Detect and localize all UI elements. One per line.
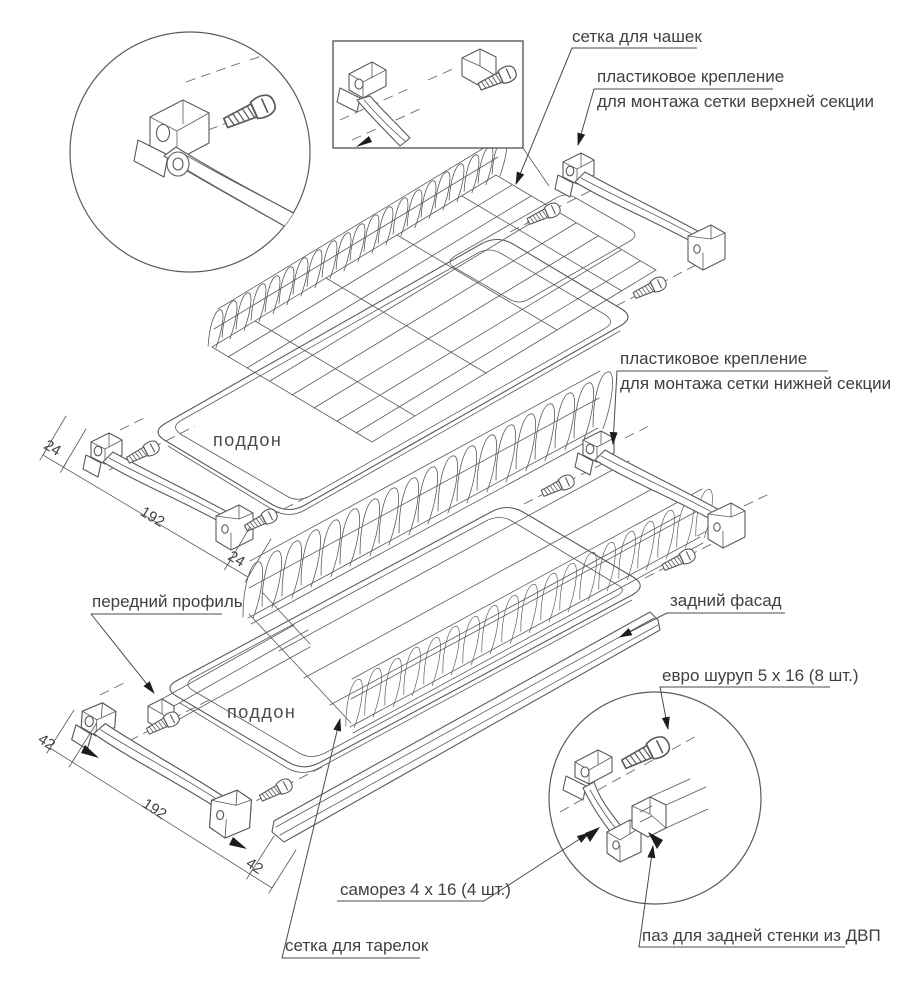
euro-screw [660,546,698,575]
label-front-profile: передний профиль [92,592,243,611]
lower-tray: поддон [169,506,641,773]
euro-screw [631,274,669,303]
label-plate-rack: сетка для тарелок [285,936,429,955]
detail-circle-bottom-right [548,691,762,905]
label-upper-mount-line2: для монтажа сетки верхней секции [597,92,874,111]
dim-24-a: 24 [41,437,64,460]
assembly-direction-arrow [229,837,247,849]
upper-tray: поддон [157,238,629,515]
label-upper-mount-line1: пластиковое крепление [597,67,784,86]
euro-screw [257,776,295,805]
bracket-upper-left [82,432,254,551]
detail-circle-top-left [69,31,311,273]
detail-inset-box [332,40,550,187]
upper-tray-label: поддон [213,430,282,450]
dim-24-b: 24 [225,548,248,571]
bracket-upper-right [554,152,726,271]
dim-42-a: 42 [35,731,58,754]
label-rear-facade: задний фасад [670,591,782,610]
callouts: сетка для чашек пластиковое крепление дл… [90,27,891,959]
label-cup-rack: сетка для чашек [572,27,702,46]
label-lower-mount-line1: пластиковое крепление [620,349,807,368]
label-hdf-groove: паз для задней стенки из ДВП [642,926,881,945]
rear-facade-bar [271,611,661,843]
dim-192-lower: 192 [139,795,169,823]
label-self-tapping-screw: саморез 4 x 16 (4 шт.) [340,880,511,899]
lower-tray-label: поддон [227,702,296,722]
lower-section: поддон 42 [35,369,746,894]
dim-42-b: 42 [243,855,266,878]
euro-screw [124,438,162,467]
label-euro-screw: евро шуруп 5 x 16 (8 шт.) [662,666,859,685]
label-lower-mount-line2: для монтажа сетки нижней секции [620,374,891,393]
euro-screw [539,472,577,501]
assembly-direction-arrow [81,745,99,758]
plate-rack-mesh [239,369,716,734]
